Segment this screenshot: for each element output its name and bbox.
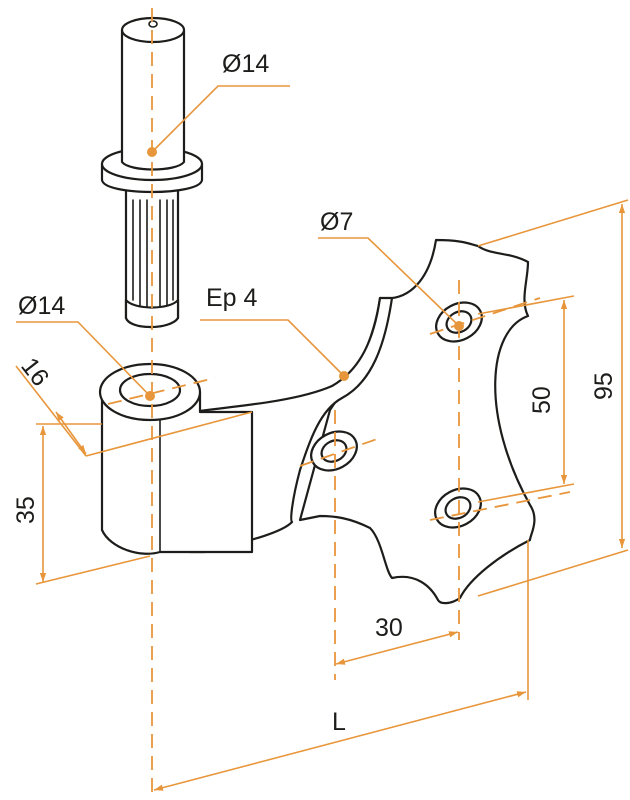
overall-length-label: L xyxy=(332,708,346,736)
dim-95-ext-bottom xyxy=(477,549,629,597)
hole-spacing-horizontal-label: 30 xyxy=(375,614,403,642)
dim-35-ext-bottom xyxy=(35,555,151,585)
thickness-dot xyxy=(339,371,349,381)
pin-diameter-label: Ø14 xyxy=(222,50,269,78)
pin-top-face xyxy=(120,16,186,44)
hole-diameter-dot xyxy=(454,321,464,331)
eye-axis-horizontal xyxy=(107,377,216,405)
hole-top-axis xyxy=(429,297,541,335)
hole-spacing-vertical-label: 50 xyxy=(528,386,556,414)
dim-16-ext-bottom xyxy=(85,411,253,457)
hole-diameter-label: Ø7 xyxy=(320,208,353,236)
plate-height-label: 95 xyxy=(590,372,618,400)
hole-left-axis xyxy=(299,437,381,467)
dim-L-line xyxy=(153,691,527,791)
eye-bore xyxy=(118,372,182,408)
hole-diameter-leader xyxy=(318,237,460,327)
pin-diameter-dot xyxy=(147,147,157,157)
dim-50-ext-bottom xyxy=(477,483,575,503)
hinge-eye xyxy=(100,390,254,555)
pin-tip xyxy=(124,298,180,328)
eye-diameter-label: Ø14 xyxy=(18,292,65,320)
pin-knurl-lines xyxy=(132,199,174,315)
dim-95-ext-top xyxy=(477,199,629,247)
pin-top-dot xyxy=(148,20,158,28)
thickness-leader xyxy=(200,319,345,377)
eye-diameter-dot xyxy=(145,391,155,401)
eye-diameter-leader xyxy=(16,321,151,397)
pin-diameter-leader xyxy=(151,85,290,153)
eye-width-label: 16 xyxy=(15,352,54,391)
hole-bottom-axis xyxy=(429,491,571,521)
dimensions xyxy=(15,199,629,791)
dim-16-line xyxy=(55,411,87,455)
thickness-label: Ep 4 xyxy=(206,284,258,312)
dim-50-ext-top xyxy=(477,295,575,315)
dim-30-line xyxy=(335,631,459,665)
hinge-strap xyxy=(98,238,536,605)
leaders xyxy=(16,85,464,401)
center-lines xyxy=(107,8,571,800)
plate-hole-bottom xyxy=(434,487,482,529)
eye-height-label: 35 xyxy=(12,496,40,524)
